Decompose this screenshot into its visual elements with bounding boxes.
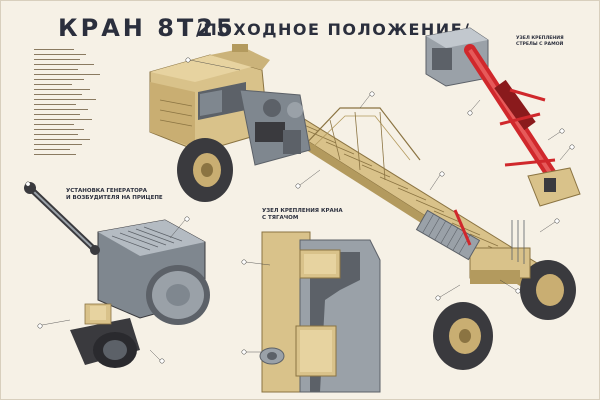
winch-drum: [415, 209, 525, 264]
caption-line: УЗЕЛ КРЕПЛЕНИЯ: [516, 36, 564, 41]
caption-line: С ТЯГАЧОМ: [262, 215, 299, 221]
crane-joint-assembly: [259, 231, 381, 393]
caption-line: УЗЕЛ КРЕПЛЕНИЯ КРАНА: [262, 208, 343, 214]
tractor-cab: [149, 44, 270, 153]
poster-subtitle: /ПОХОДНОЕ ПОЛОЖЕНИЕ/: [196, 20, 471, 39]
callout-markers: [25, 57, 575, 364]
caption-generator: УСТАНОВКА ГЕНЕРАТОРА И ВОЗБУДИТЕЛЯ НА ПР…: [66, 188, 163, 202]
tractor-front-wheel: [177, 138, 233, 202]
caption-line: И ВОЗБУДИТЕЛЯ НА ПРИЦЕПЕ: [66, 195, 163, 201]
generator-assembly: [24, 182, 210, 368]
caption-line: СТРЕЛЫ С РАМОЙ: [516, 42, 564, 47]
trailer-rear-wheel: [433, 247, 576, 370]
caption-arrow-fastening: УЗЕЛ КРЕПЛЕНИЯ СТРЕЛЫ С РАМОЙ: [516, 36, 564, 48]
parts-legend: [30, 49, 122, 157]
caption-crane-joint: УЗЕЛ КРЕПЛЕНИЯ КРАНА С ТЯГАЧОМ: [262, 208, 343, 222]
caption-line: УСТАНОВКА ГЕНЕРАТОРА: [66, 188, 148, 194]
callout-leaders: [29, 59, 571, 361]
engine-section: [239, 89, 311, 166]
poster-title: КРАН 8Т25: [58, 14, 236, 42]
arrow-fastening-assembly: [425, 27, 581, 207]
